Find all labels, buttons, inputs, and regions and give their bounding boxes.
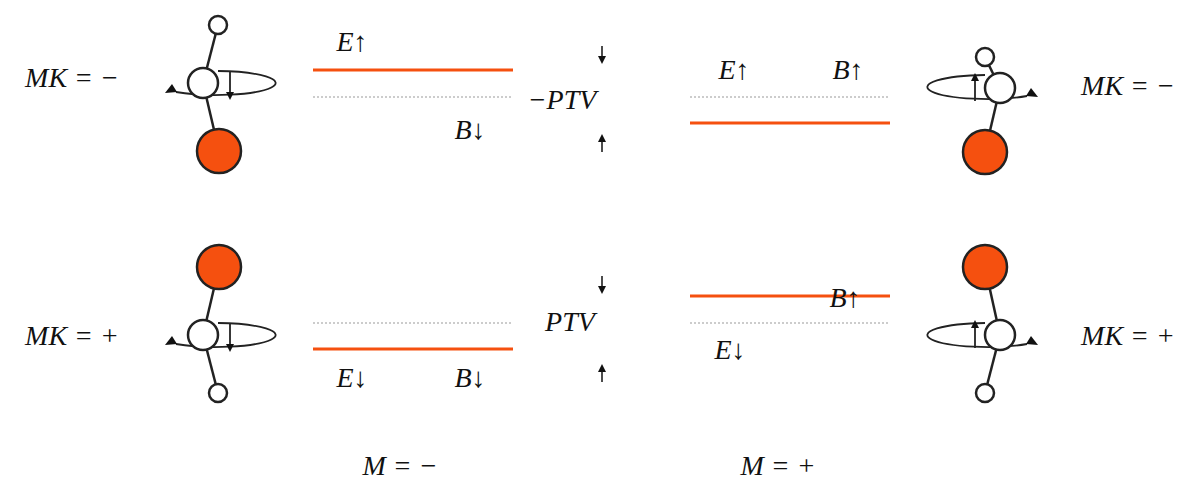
label-text: −PTV [528, 86, 597, 114]
label-text: B↑ [829, 284, 860, 312]
energy-level-unperturbed [690, 322, 890, 323]
label-text: E↑ [336, 28, 367, 56]
label-text: M = + [740, 452, 815, 480]
molecule [165, 245, 276, 402]
energy-level-unperturbed [690, 96, 890, 97]
label-text: B↓ [454, 364, 485, 392]
label-text: MK = − [25, 64, 119, 92]
label-text: E↓ [336, 364, 367, 392]
label-text: M = − [362, 452, 437, 480]
molecule [927, 245, 1038, 402]
label-text: MK = − [1081, 72, 1175, 100]
energy-level [313, 348, 513, 351]
energy-level-unperturbed [313, 96, 513, 97]
splitting-arrow [601, 366, 603, 382]
molecule [927, 48, 1038, 174]
energy-level [313, 69, 513, 72]
energy-level-unperturbed [313, 322, 513, 323]
splitting-arrow [601, 136, 603, 152]
label-text: B↓ [454, 116, 485, 144]
splitting-arrow [601, 46, 603, 62]
energy-level [690, 122, 890, 125]
splitting-arrow [601, 276, 603, 292]
label-text: MK = + [1081, 322, 1175, 350]
molecule [165, 16, 276, 173]
label-text: E↓ [714, 336, 745, 364]
label-text: PTV [545, 308, 595, 336]
label-text: MK = + [25, 322, 119, 350]
label-text: E↑ [718, 56, 749, 84]
label-text: B↑ [832, 56, 863, 84]
